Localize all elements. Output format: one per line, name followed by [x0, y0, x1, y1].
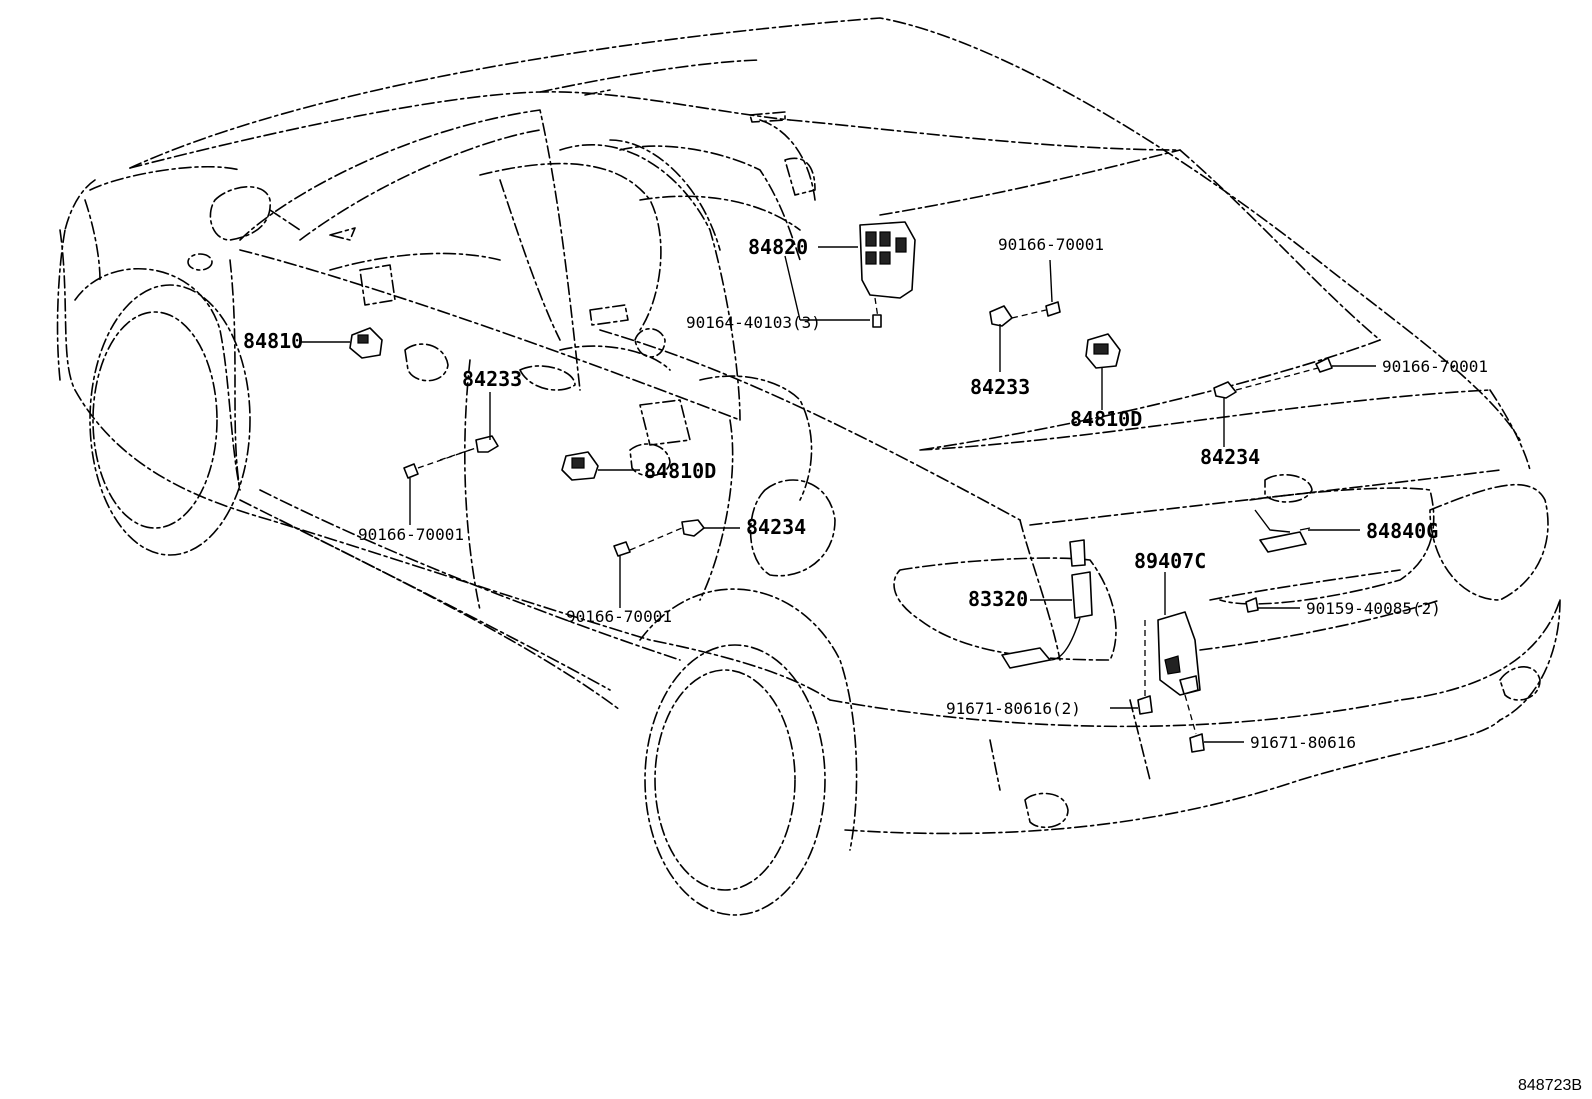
bolt-91671-a-part	[1137, 620, 1153, 715]
switch-84810D-left-part	[561, 451, 599, 481]
callout-84820: 84820	[748, 235, 808, 259]
callout-90159: 90159-40085(2)	[1306, 599, 1441, 618]
parts	[349, 221, 1333, 753]
callout-83320: 83320	[968, 587, 1028, 611]
screw-90166-left-part	[403, 449, 471, 479]
screw-90166-lower-left-part	[613, 541, 631, 557]
callout-90166-top: 90166-70001	[998, 235, 1104, 254]
callout-84233-right: 84233	[970, 375, 1030, 399]
master-switch-part	[859, 221, 916, 319]
callout-89407C: 89407C	[1134, 549, 1206, 573]
bracket-89407C-part	[1157, 611, 1201, 696]
leader-lines	[300, 246, 1376, 743]
callout-91671-a: 91671-80616(2)	[946, 699, 1081, 718]
screw-90159-part	[1245, 597, 1259, 613]
courtesy-switch-84233-right-part	[989, 305, 1047, 327]
callout-84810D-right: 84810D	[1070, 407, 1142, 431]
callout-90166-right: 90166-70001	[1382, 357, 1488, 376]
trunk-switch-84840G-part	[1254, 509, 1311, 553]
callout-labels: 84820 90166-70001 90164-40103(3) 84810 8…	[243, 235, 1582, 1094]
callout-91671-b: 91671-80616	[1250, 733, 1356, 752]
courtesy-switch-84234-right-part	[1213, 367, 1319, 399]
switch-84810-part	[349, 327, 383, 359]
callout-84233-left: 84233	[462, 367, 522, 391]
screw-90164-part	[872, 314, 882, 328]
bolt-91671-b-part	[1184, 694, 1205, 753]
callout-84234-left: 84234	[746, 515, 806, 539]
sensor-83320-part	[1001, 539, 1093, 669]
switch-84810D-right-part	[1085, 333, 1121, 369]
screw-90166-far-right-part	[1315, 357, 1333, 373]
callout-84810D-left: 84810D	[644, 459, 716, 483]
car-outline	[56, 17, 1561, 916]
callout-84840G: 84840G	[1366, 519, 1438, 543]
screw-90166-top-right-part	[1045, 301, 1061, 317]
callout-90166-left: 90166-70001	[358, 525, 464, 544]
callout-84234-right: 84234	[1200, 445, 1260, 469]
drawing-code: 848723B	[1518, 1077, 1582, 1094]
callout-90166-lower-left: 90166-70001	[566, 607, 672, 626]
courtesy-switch-84234-left-part	[629, 519, 705, 551]
callout-90164: 90164-40103(3)	[686, 313, 821, 332]
callout-84810: 84810	[243, 329, 303, 353]
